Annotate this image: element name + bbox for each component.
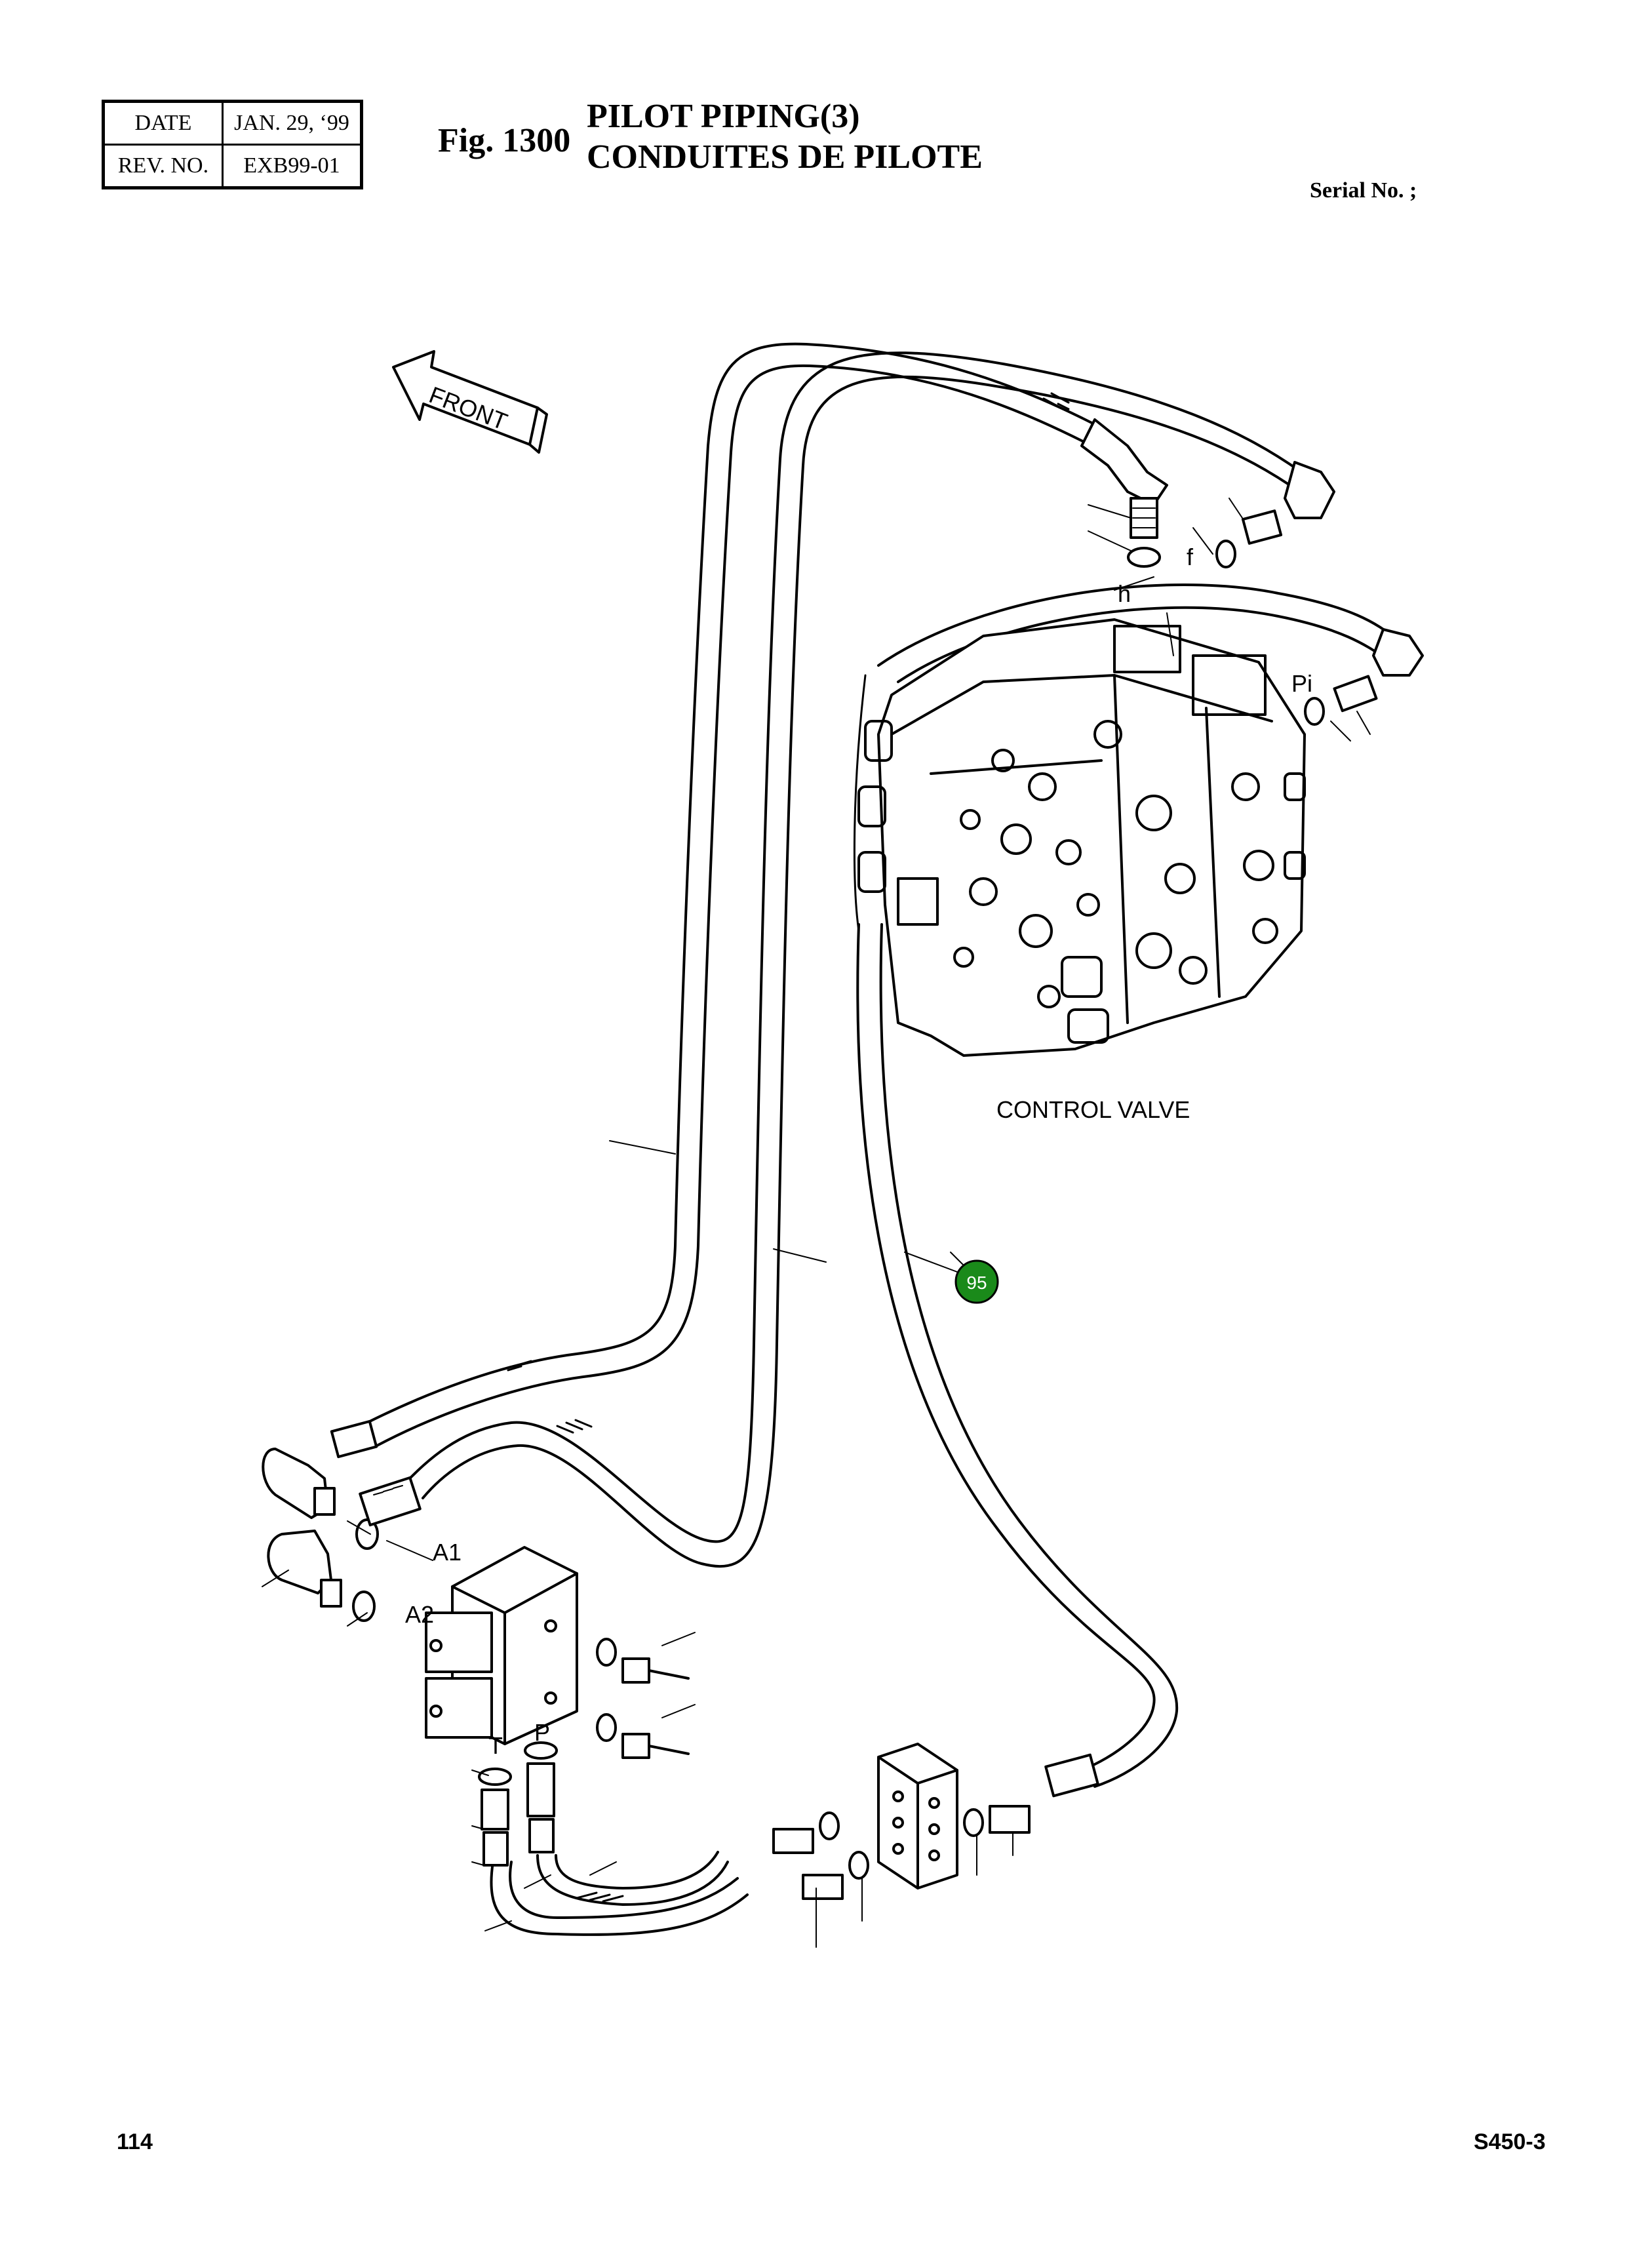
callout-circle[interactable] (954, 1259, 999, 1304)
port-label-pi: Pi (1291, 670, 1312, 697)
port-label-t: T (488, 1732, 503, 1759)
pilot-hose-long-1 (366, 342, 1106, 1447)
pilot-hose-95 (856, 923, 1179, 1788)
fitting-elbow-top (1080, 418, 1168, 568)
port-label-p: P (534, 1719, 550, 1746)
date-value: JAN. 29, ‘99 (222, 100, 363, 146)
pilot-hose-bottom (490, 1851, 749, 1936)
fitting-elbow-a2 (267, 1530, 376, 1622)
fitting-p-port (524, 1741, 558, 1853)
bolt-upper (596, 1638, 690, 1684)
control-valve-label: CONTROL VALVE (996, 1096, 1190, 1123)
rev-label: REV. NO. (102, 144, 224, 189)
control-valve-body (857, 618, 1306, 1057)
fitting-elbow-right (1215, 461, 1335, 568)
port-label-a1: A1 (433, 1539, 462, 1566)
revision-info-table: DATE JAN. 29, ‘99 REV. NO. EXB99-01 (102, 100, 363, 189)
rev-value: EXB99-01 (222, 144, 363, 189)
junction-block (877, 1743, 958, 1889)
page-number: 114 (117, 2129, 153, 2154)
fitting-hose-end-a1 (359, 1476, 422, 1527)
fitting-t-port (478, 1768, 512, 1867)
port-label-h: h (1118, 580, 1131, 607)
bolt-lower (596, 1713, 690, 1759)
page-title-english: PILOT PIPING(3) (587, 98, 860, 135)
port-label-f: f (1187, 544, 1194, 570)
serial-number-label: Serial No. ; (1310, 178, 1417, 203)
figure-number: Fig. 1300 (438, 122, 571, 159)
part-callout-95[interactable]: 95 (954, 1259, 999, 1304)
callout-number: 95 (966, 1273, 987, 1293)
leader-lines (262, 498, 1371, 1948)
fitting-elbow-pi (1304, 628, 1424, 726)
page-title-french: CONDUITES DE PILOTE (587, 138, 983, 176)
pilot-valve-block (425, 1546, 578, 1745)
model-code: S450-3 (1474, 2129, 1546, 2154)
pilot-hose-long-2 (405, 351, 1303, 1568)
port-label-a2: A2 (405, 1601, 434, 1628)
front-arrow-icon: FRONT (392, 350, 548, 454)
date-label: DATE (102, 100, 224, 146)
junction-fittings (772, 1753, 1099, 1900)
fitting-elbow-a1 (262, 1419, 379, 1550)
